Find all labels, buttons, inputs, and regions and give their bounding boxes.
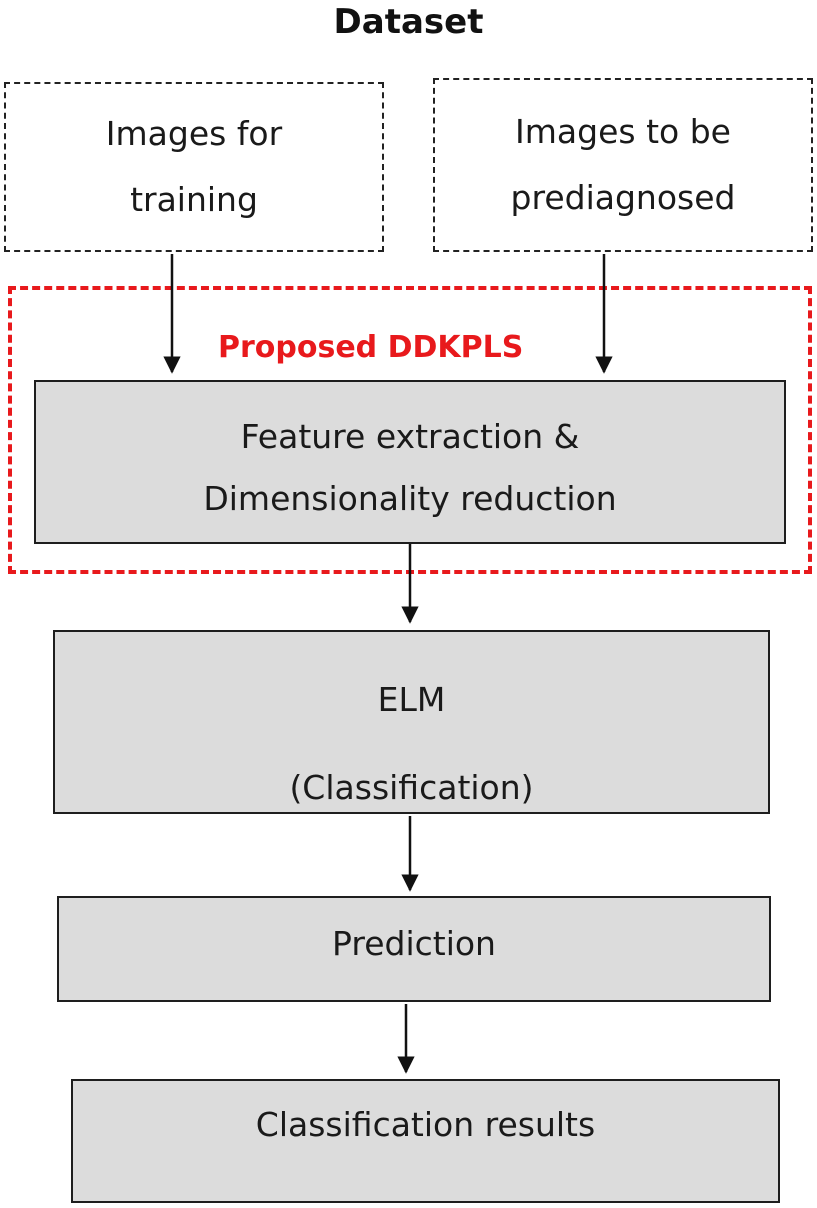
prediagnosed-images-line-2: prediagnosed	[510, 178, 736, 217]
training-images-box: Images for training	[4, 82, 384, 252]
elm-classification-box: ELM (Classification)	[53, 630, 770, 814]
prediagnosed-images-box: Images to be prediagnosed	[433, 78, 813, 252]
feature-extraction-line-2: Dimensionality reduction	[203, 479, 617, 518]
training-images-line-2: training	[130, 180, 258, 219]
diagram-title: Dataset	[333, 2, 484, 42]
classification-results-label: Classification results	[255, 1105, 596, 1144]
feature-extraction-line-1: Feature extraction &	[240, 417, 580, 456]
training-images-line-1: Images for	[105, 114, 283, 153]
proposed-method-label: Proposed DDKPLS	[210, 324, 532, 372]
elm-label: ELM	[377, 680, 446, 719]
prediction-box: Prediction	[57, 896, 771, 1002]
classification-results-box: Classification results	[71, 1079, 780, 1203]
feature-extraction-box: Feature extraction & Dimensionality redu…	[34, 380, 786, 544]
classification-label: (Classification)	[289, 768, 534, 807]
prediagnosed-images-line-1: Images to be	[515, 112, 731, 151]
prediction-label: Prediction	[332, 924, 496, 963]
